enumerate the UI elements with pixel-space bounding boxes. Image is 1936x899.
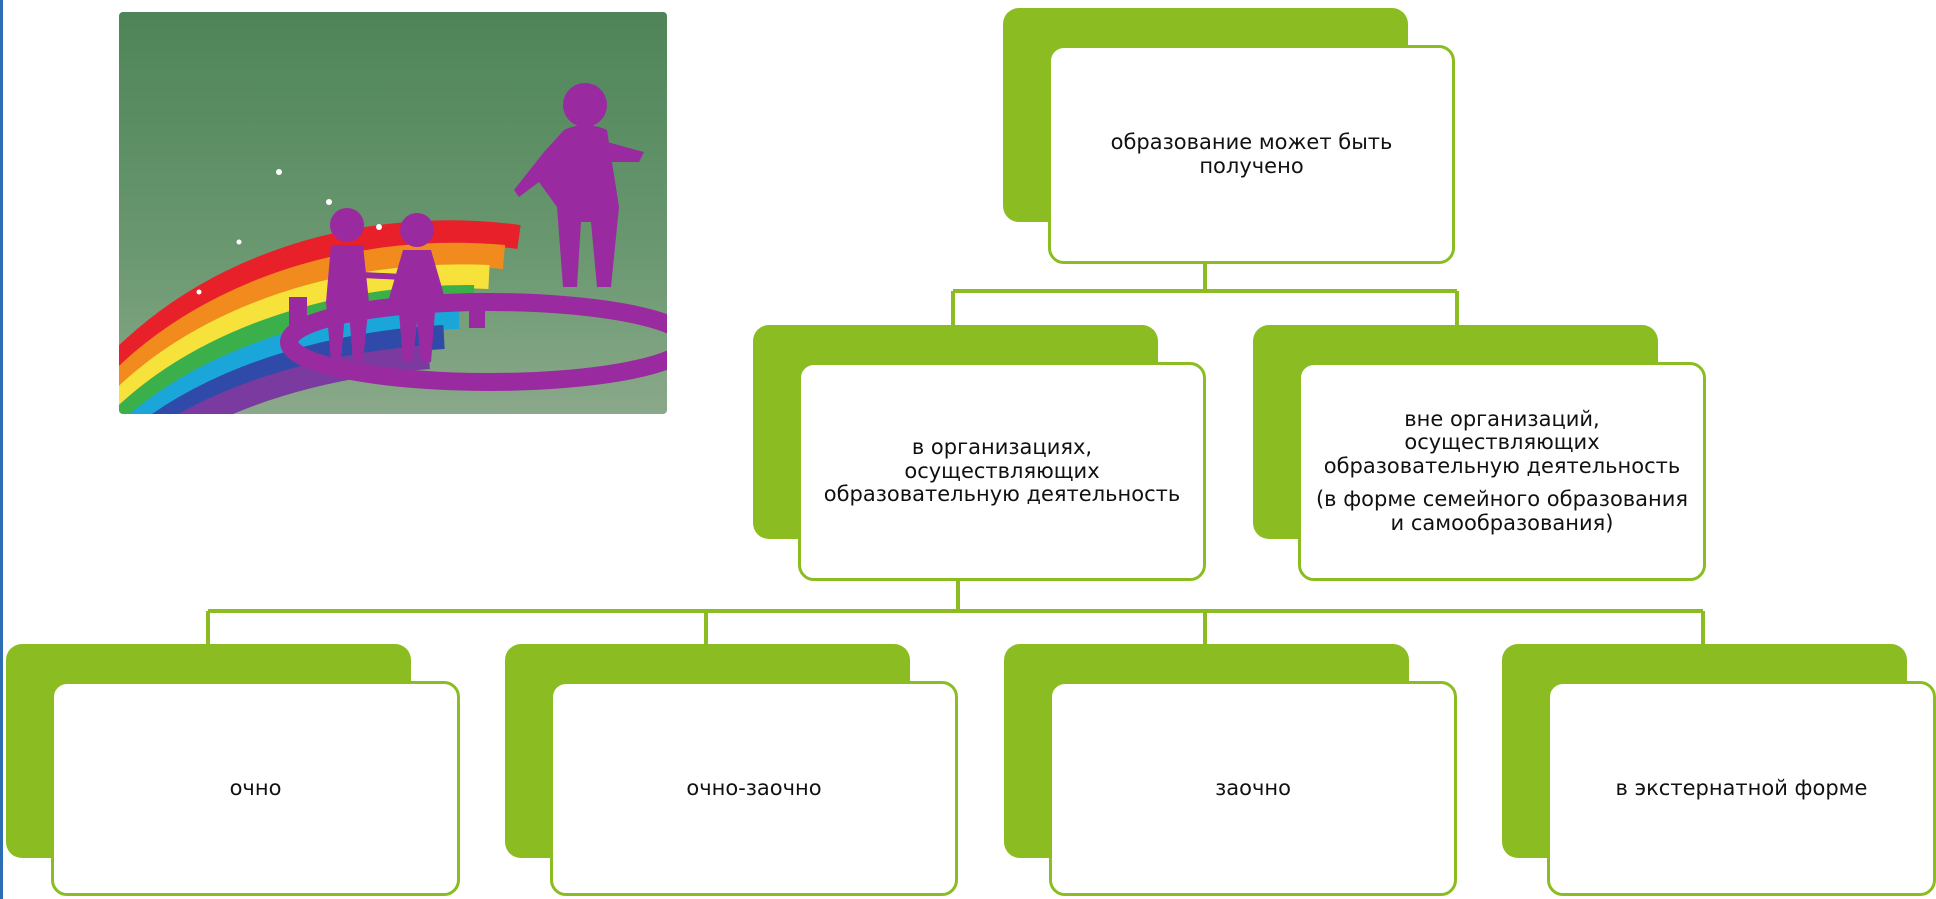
root-node-box: образование может быть получено <box>1048 45 1455 264</box>
slide-left-edge <box>0 0 3 899</box>
node-distance: заочно <box>1004 644 1457 896</box>
node-in-organizations-box: в организациях, осуществляющих образоват… <box>798 362 1206 581</box>
node-external-label: в экстернатной форме <box>1615 775 1868 800</box>
node-external: в экстернатной форме <box>1502 644 1936 896</box>
root-node: образование может быть получено <box>1003 8 1455 264</box>
root-node-label: образование может быть получено <box>1110 129 1393 178</box>
node-outside-organizations-note: (в форме семейного образования и самообр… <box>1315 487 1689 535</box>
node-part-time-label: очно-заочно <box>686 775 822 800</box>
node-external-box: в экстернатной форме <box>1547 681 1936 896</box>
node-outside-organizations: вне организаций, осуществляющих образова… <box>1253 325 1706 581</box>
node-in-organizations-label: в организациях, осуществляющих образоват… <box>823 435 1181 507</box>
node-full-time: очно <box>6 644 460 896</box>
node-full-time-box: очно <box>51 681 460 896</box>
node-outside-organizations-label: вне организаций, осуществляющих образова… <box>1323 406 1681 478</box>
rainbow-family-illustration-icon <box>119 12 667 414</box>
node-part-time: очно-заочно <box>505 644 958 896</box>
node-in-organizations: в организациях, осуществляющих образоват… <box>753 325 1206 581</box>
node-distance-label: заочно <box>1215 775 1291 800</box>
node-outside-organizations-box: вне организаций, осуществляющих образова… <box>1298 362 1706 581</box>
node-part-time-box: очно-заочно <box>550 681 958 896</box>
node-full-time-label: очно <box>229 775 282 800</box>
node-distance-box: заочно <box>1049 681 1457 896</box>
